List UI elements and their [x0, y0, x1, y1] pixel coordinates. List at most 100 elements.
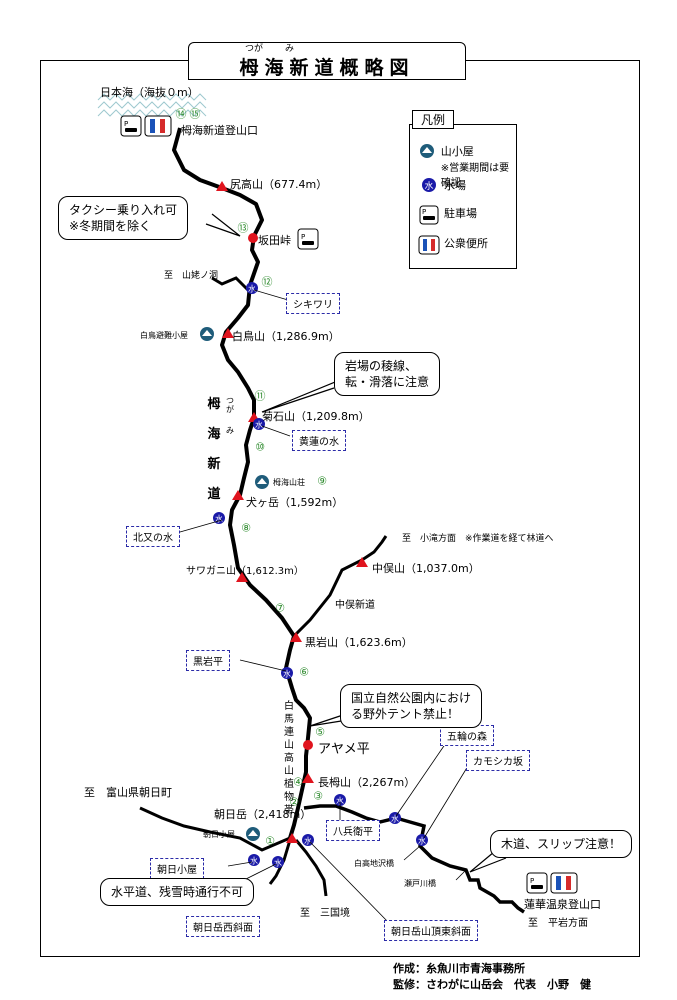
label-to-sangokkyo: 至 三国境 — [300, 908, 350, 919]
label-to-asahi-town: 至 富山県朝日町 — [84, 786, 172, 799]
plant-belt-char-8: 物 — [284, 792, 294, 803]
label-nakamata-shindo: 中俣新道 — [335, 600, 375, 611]
label-sawaganiyama: サワガニ山（1,612.3m） — [186, 566, 304, 577]
callout-taxi-line1: タクシー乗り入れ可 — [69, 203, 178, 217]
callout-rock-line1: 岩場の稜線、 — [345, 359, 418, 373]
label-shirataka-bridge: 白高地沢橋 — [354, 859, 394, 868]
num-5: ⑤ — [315, 726, 325, 739]
plant-belt-char-2: 馬 — [284, 714, 294, 725]
num-15: ⑮ — [190, 108, 201, 121]
svg-text:水: 水 — [304, 836, 312, 846]
trail-name-vertical: 栂 海 新 道 — [206, 390, 222, 510]
label-tsugami-sanso: 栂海山荘 — [273, 478, 305, 487]
label-kuroiwayama: 黒岩山（1,623.6m） — [305, 636, 413, 649]
label-asahi-east: 朝日岳山頂東斜面 — [384, 920, 478, 941]
label-nagatsugayama: 長栂山（2,267m） — [318, 776, 416, 789]
num-9: ⑨ — [317, 475, 327, 488]
title-text: 栂海新道概略図 — [239, 57, 415, 79]
peak-kuroiwa — [290, 632, 302, 642]
legend-parking: P 駐車場 — [418, 205, 477, 225]
label-sakatatoge: 坂田峠 — [258, 234, 291, 247]
trail-name-char-3: 新 — [207, 457, 221, 472]
side-trail-nakamata — [292, 535, 388, 638]
plant-belt-char-3: 連 — [284, 727, 294, 738]
toilet-icon — [418, 235, 440, 255]
plant-belt-vertical: 白 馬 連 山 高 山 植 物 帯 — [283, 700, 295, 817]
label-shiratori-hut: 白鳥避難小屋 — [140, 331, 188, 340]
trail-name-char-4: 道 — [207, 487, 221, 502]
callout-park-line1: 国立自然公園内におけ — [351, 691, 472, 705]
svg-text:水: 水 — [215, 514, 223, 524]
legend-hut-label: 山小屋 — [440, 145, 474, 158]
credit-supervisor: 監修：さわがに山岳会 代表 小野 健 — [393, 978, 591, 991]
svg-text:水: 水 — [391, 814, 399, 824]
legend-water: 水 水場 — [418, 177, 466, 193]
num-6: ⑥ — [299, 666, 309, 679]
title-ruby-tsuga: つが — [245, 44, 264, 54]
legend-parking-label: 駐車場 — [444, 207, 477, 220]
parking-icon: P — [418, 205, 440, 225]
label-kitamata: 北又の水 — [126, 526, 180, 547]
plant-belt-char-1: 白 — [284, 701, 294, 712]
num-14: ⑭ — [176, 108, 187, 121]
hut-markers — [200, 327, 269, 841]
legend-toilet: 公衆便所 — [418, 235, 488, 255]
num-4: ④ — [293, 776, 303, 789]
label-asahi-west: 朝日岳西斜面 — [186, 916, 260, 937]
peak-nakamata — [356, 557, 368, 567]
callout-park-line2: る野外テント禁止！ — [351, 707, 460, 721]
legend-title: 凡例 — [412, 110, 455, 129]
svg-text:水: 水 — [255, 420, 263, 430]
svg-text:水: 水 — [250, 856, 258, 866]
label-to-hiraiwa: 至 平岩方面 — [528, 918, 588, 929]
renge-trail — [303, 804, 525, 914]
callout-snow: 水平道、残雪時通行不可 — [100, 878, 255, 906]
map-title: つが み 栂海新道概略図 — [188, 42, 466, 80]
num-10: ⑩ — [255, 441, 265, 454]
main-trail — [172, 127, 312, 839]
callout-park: 国立自然公園内におけ る野外テント禁止！ — [340, 684, 483, 728]
label-inugatake: 犬ヶ岳（1,592m） — [246, 496, 344, 509]
legend: 山小屋※営業期間は要確認 水 水場 P 駐車場 公衆便所 — [409, 124, 517, 269]
label-kikuishiyama: 菊石山（1,209.8m） — [262, 410, 370, 423]
sea-texture — [97, 93, 207, 117]
label-shikiwari: シキワリ — [286, 293, 340, 314]
parking-icon-char: P — [422, 208, 426, 216]
trail-ruby-char-2: が — [226, 405, 234, 414]
svg-text:P: P — [301, 233, 305, 241]
water-icon: 水 — [418, 177, 440, 193]
num-7: ⑦ — [275, 602, 285, 615]
num-12: ⑫ — [262, 276, 273, 289]
callout-rock: 岩場の稜線、 転・滑落に注意 — [334, 352, 441, 396]
trail-name-char-1: 栂 — [207, 397, 221, 412]
svg-text:水: 水 — [274, 858, 282, 868]
peak-asahidake — [286, 833, 298, 843]
callout-taxi-line2: ※冬期間を除く — [69, 219, 152, 233]
num-2: ② — [289, 796, 299, 809]
svg-text:P: P — [124, 120, 128, 128]
peak-inugatake — [232, 490, 244, 500]
label-asahi-hut-small: 朝日小屋 — [203, 830, 235, 839]
svg-text:水: 水 — [283, 669, 291, 679]
peak-markers — [216, 181, 368, 843]
water-icon-char: 水 — [424, 180, 433, 192]
label-trailhead: 栂海新道登山口 — [181, 124, 258, 137]
label-oren: 黄蓮の水 — [292, 430, 346, 451]
callout-taxi: タクシー乗り入れ可 ※冬期間を除く — [58, 196, 189, 240]
credit-author: 作成：糸魚川市青海事務所 — [393, 962, 525, 975]
plant-belt-char-9: 帯 — [284, 805, 294, 816]
side-trail-yamanba — [211, 276, 250, 292]
label-shiratoriyama: 白鳥山（1,286.9m） — [232, 330, 340, 343]
num-13: ⑬ — [238, 222, 249, 235]
side-trail-west — [268, 839, 292, 885]
svg-text:水: 水 — [248, 284, 256, 294]
num-8: ⑧ — [241, 522, 251, 535]
trail-ruby-char-1: つ — [226, 396, 234, 405]
svg-text:水: 水 — [418, 836, 426, 846]
peak-nagatsuga — [302, 773, 314, 783]
trail-name-char-2: 海 — [207, 427, 221, 442]
label-to-yamanba: 至 山姥ノ洞 — [164, 271, 219, 281]
peak-sakata — [248, 233, 258, 243]
label-gorin: 五輪の森 — [440, 725, 494, 746]
label-kamoshika: カモシカ坂 — [466, 750, 530, 771]
